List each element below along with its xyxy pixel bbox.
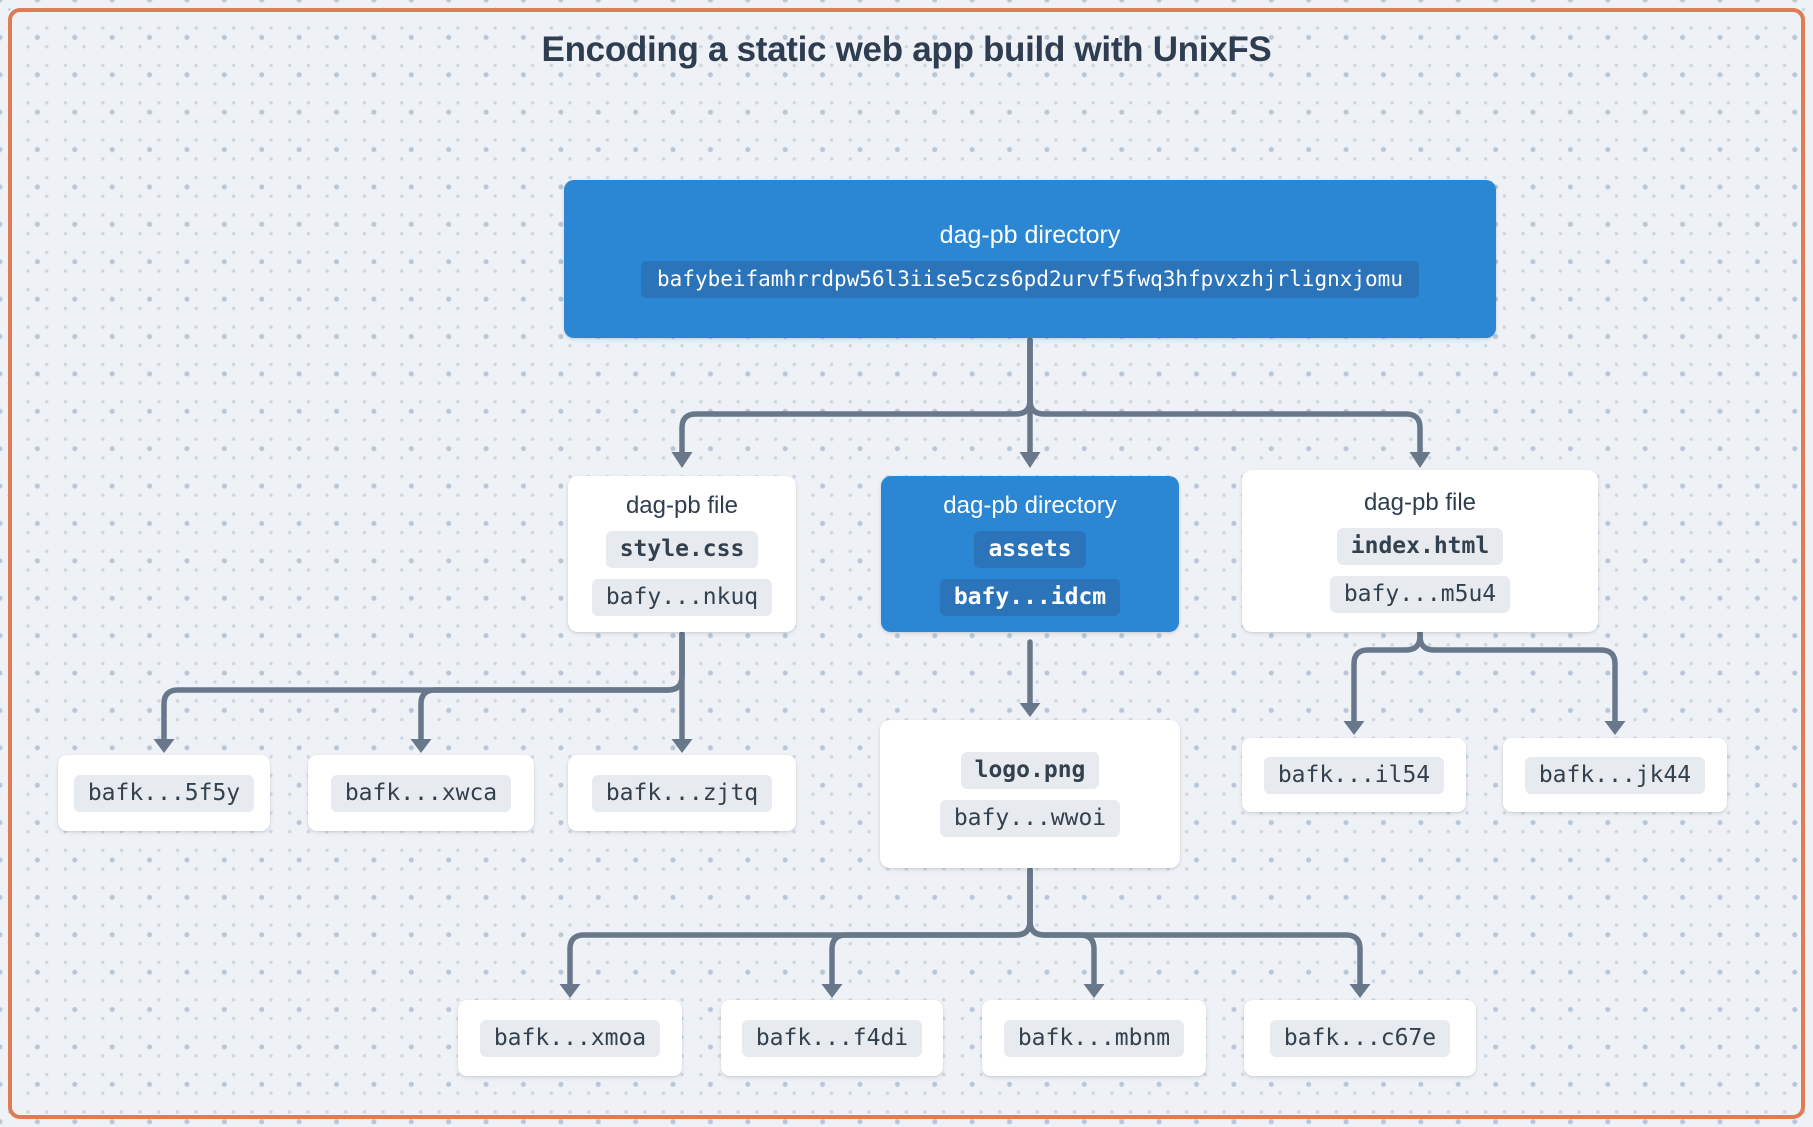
connector-logo-png-blocks	[559, 867, 1371, 998]
cid-chip: bafy...idcm	[939, 579, 1121, 616]
cid-chip: bafk...il54	[1263, 756, 1445, 794]
node-type-label: dag-pb file	[625, 492, 739, 519]
cid-chip: bafybeifamhrrdpw56l3iise5czs6pd2urvf5fwq…	[641, 260, 1419, 298]
node-block-style-css-1: bafk...5f5y	[58, 755, 270, 831]
cid-chip: bafk...jk44	[1524, 756, 1706, 794]
node-file-style-css: dag-pb file style.css bafy...nkuq	[568, 476, 796, 632]
node-file-logo-png: logo.png bafy...wwoi	[880, 720, 1180, 868]
node-block-style-css-2: bafk...xwca	[308, 755, 534, 831]
node-type-label: dag-pb directory	[939, 220, 1121, 249]
dirname-chip: assets	[974, 531, 1086, 568]
node-block-logo-png-3: bafk...mbnm	[982, 1000, 1206, 1076]
connector-index-html-blocks	[1343, 626, 1626, 735]
node-directory-assets: dag-pb directory assets bafy...idcm	[881, 476, 1179, 632]
cid-chip: bafk...c67e	[1269, 1019, 1451, 1057]
node-type-label: dag-pb directory	[943, 492, 1117, 519]
filename-chip: logo.png	[960, 751, 1100, 789]
connector-assets-logo	[1019, 639, 1041, 717]
filename-chip: style.css	[605, 531, 759, 568]
node-root-directory: dag-pb directory bafybeifamhrrdpw56l3iis…	[564, 180, 1496, 338]
node-block-logo-png-1: bafk...xmoa	[458, 1000, 682, 1076]
node-type-label: dag-pb file	[1363, 489, 1477, 516]
connector-style-css-blocks	[153, 631, 693, 753]
node-file-index-html: dag-pb file index.html bafy...m5u4	[1242, 470, 1598, 632]
cid-chip: bafy...m5u4	[1329, 576, 1511, 613]
cid-chip: bafk...5f5y	[73, 774, 255, 812]
cid-chip: bafk...xwca	[330, 774, 512, 812]
cid-chip: bafk...f4di	[741, 1019, 923, 1057]
diagram-title: Encoding a static web app build with Uni…	[541, 30, 1272, 69]
cid-chip: bafk...zjtq	[591, 774, 773, 812]
node-block-logo-png-2: bafk...f4di	[721, 1000, 943, 1076]
cid-chip: bafk...mbnm	[1003, 1019, 1185, 1057]
cid-chip: bafk...xmoa	[479, 1019, 661, 1057]
node-block-index-html-2: bafk...jk44	[1503, 738, 1727, 812]
node-block-index-html-1: bafk...il54	[1242, 738, 1466, 812]
filename-chip: index.html	[1336, 528, 1504, 565]
cid-chip: bafy...nkuq	[591, 579, 773, 616]
node-block-logo-png-4: bafk...c67e	[1244, 1000, 1476, 1076]
node-block-style-css-3: bafk...zjtq	[568, 755, 796, 831]
cid-chip: bafy...wwoi	[939, 799, 1121, 837]
connector-root-children	[671, 337, 1431, 468]
